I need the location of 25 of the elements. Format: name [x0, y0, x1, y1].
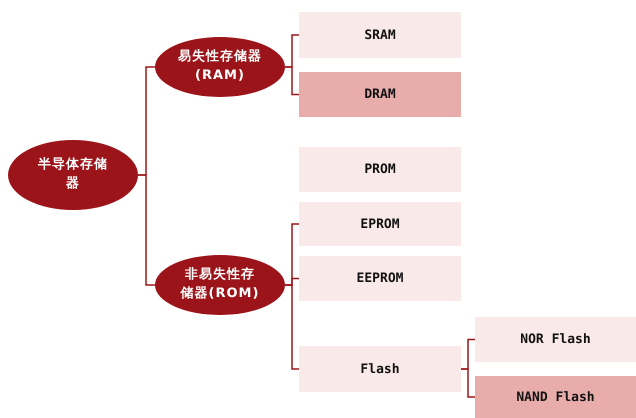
bracket-connector: [138, 174, 155, 286]
node-label: DRAM: [364, 87, 396, 102]
node-label: Flash: [360, 362, 400, 376]
node-label: PROM: [364, 162, 396, 177]
category-box: [475, 376, 636, 418]
node-label: 非易失性存储器(ROM): [180, 266, 260, 303]
node-label: EPROM: [360, 216, 400, 232]
node-label: NOR Flash: [520, 332, 591, 347]
node-label: EEPROM: [356, 271, 404, 286]
bracket-connector: [285, 284, 299, 370]
ellipse-node: [155, 37, 285, 97]
category-box: [299, 12, 461, 58]
node-label: 易失性存储器(RAM): [177, 48, 263, 85]
node-label: 半导体存储器: [38, 156, 108, 193]
category-box: [299, 72, 461, 117]
node-label: SRAM: [364, 28, 396, 42]
bracket-connector: [461, 368, 475, 398]
category-box: [299, 202, 461, 246]
ellipse-node: [8, 140, 138, 210]
node-label: NAND Flash: [516, 390, 595, 404]
bracket-connector: [285, 66, 299, 96]
category-box: [299, 256, 461, 301]
category-box: [475, 317, 636, 362]
category-box: [299, 346, 461, 392]
ellipse-node: [155, 255, 285, 315]
